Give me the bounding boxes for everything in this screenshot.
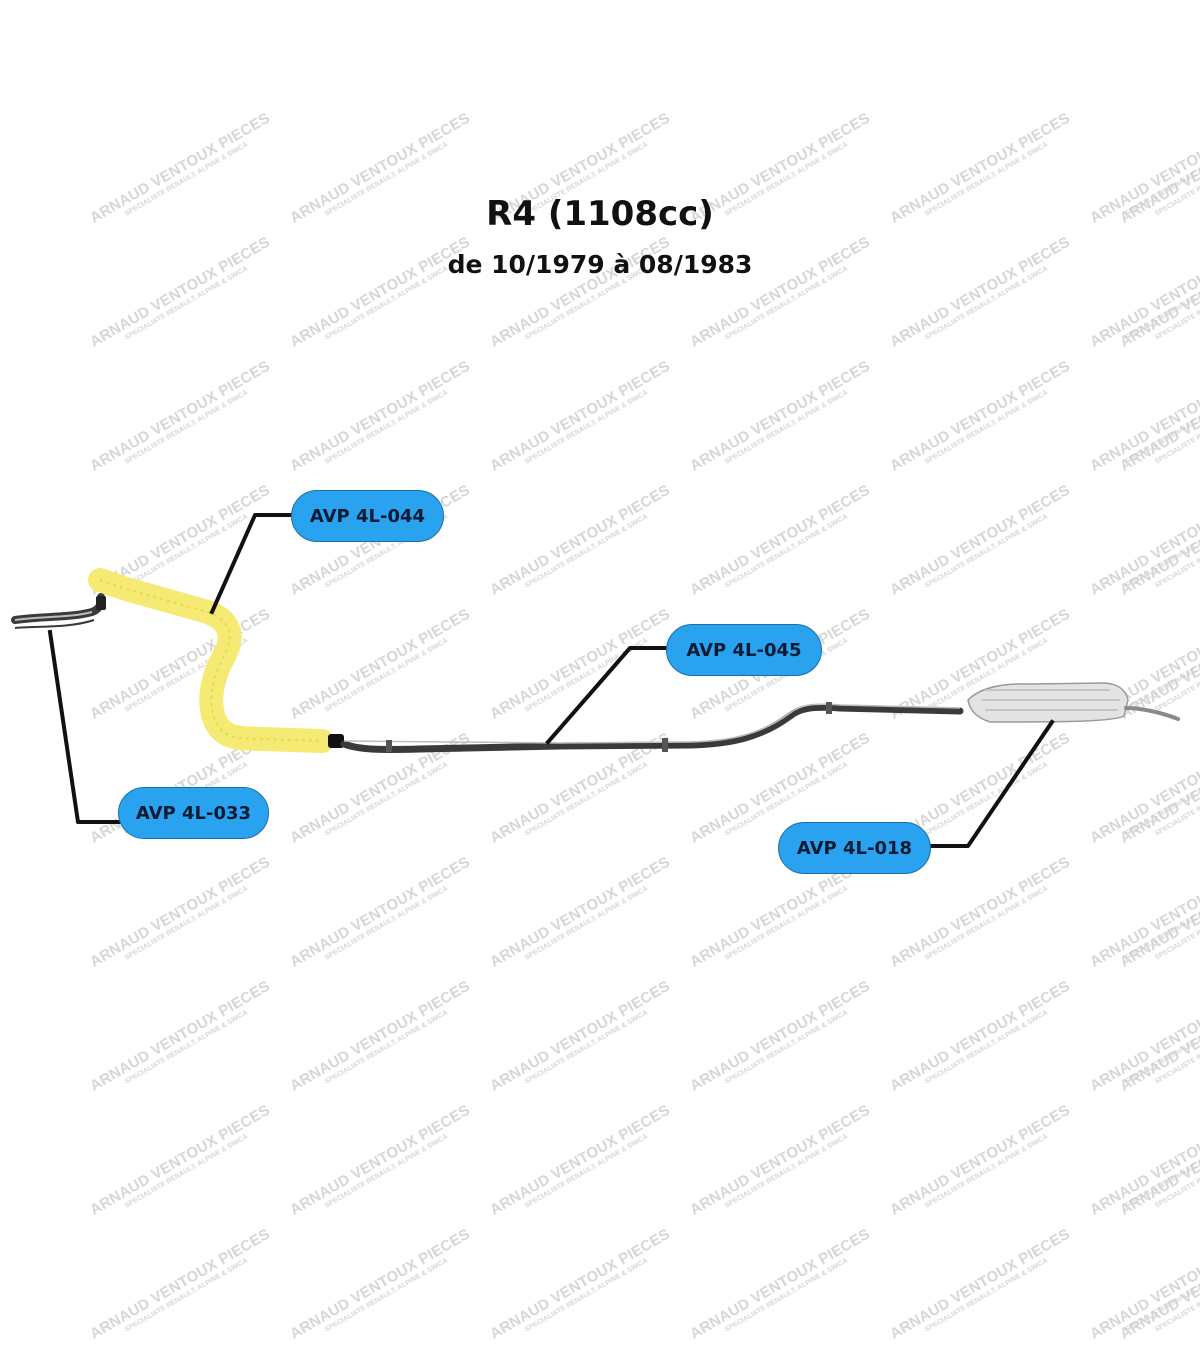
hanger-bracket [826,702,832,714]
part-badge-avp-4l-045[interactable]: AVP 4L-045 [666,624,822,676]
leader-line-4l-044 [209,513,295,615]
diagram-subtitle: de 10/1979 à 08/1983 [447,250,753,279]
front-pipe-part[interactable] [11,593,106,629]
flange-clamp [96,596,106,610]
intermediate-pipe-part-highlighted[interactable] [88,568,334,753]
leader-line-4l-045 [545,646,670,745]
hanger-bracket [662,738,668,752]
center-pipe-part[interactable] [328,702,964,753]
rear-silencer-part[interactable] [967,682,1180,723]
leader-line-4l-018 [927,719,1055,848]
part-badge-avp-4l-018[interactable]: AVP 4L-018 [778,822,931,874]
diagram-title: R4 (1108cc) [486,194,714,234]
pipe-clamp [328,734,344,748]
part-badge-avp-4l-033[interactable]: AVP 4L-033 [118,787,269,839]
leader-lines [47,513,1055,848]
part-badge-avp-4l-044[interactable]: AVP 4L-044 [291,490,444,542]
hanger-bracket [386,740,392,752]
leader-line-4l-033 [47,629,122,824]
